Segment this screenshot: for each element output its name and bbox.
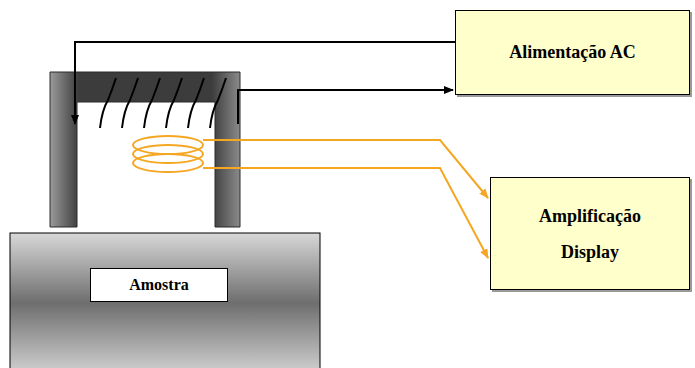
pickup-coil — [133, 136, 203, 172]
power-supply-box: Alimentação AC — [455, 10, 690, 95]
sample-slab — [10, 233, 320, 368]
box-label: Alimentação AC — [509, 42, 635, 63]
excitation-winding — [100, 78, 226, 128]
amplifier-display-box: Amplificação Display — [490, 177, 690, 290]
sample-label-box: Amostra — [90, 268, 228, 302]
box-label: Amostra — [129, 276, 189, 294]
magnetic-core — [50, 72, 240, 227]
supply-wire — [75, 42, 455, 124]
return-wire — [238, 90, 453, 124]
box-label: Amplificação Display — [520, 198, 660, 270]
signal-wire — [203, 168, 488, 258]
